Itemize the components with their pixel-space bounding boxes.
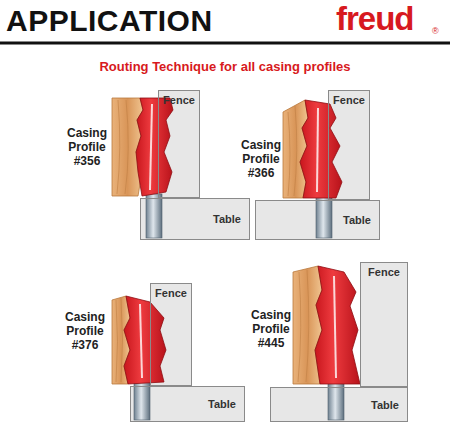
table-box: Table — [130, 386, 245, 422]
profile-label: Casing Profile #376 — [60, 310, 110, 352]
table-box: Table — [255, 200, 380, 240]
table-box: Table — [140, 198, 250, 240]
table-label: Table — [371, 399, 399, 411]
fence-table-fills — [130, 90, 408, 422]
table-label: Table — [208, 398, 236, 410]
profile-label: Casing Profile #356 — [62, 126, 112, 168]
fence-label: Fence — [163, 94, 195, 106]
brand-logo: freud — [336, 0, 414, 38]
fence-label: Fence — [155, 287, 187, 299]
page-title: APPLICATION — [6, 4, 213, 38]
subtitle: Routing Technique for all casing profile… — [0, 59, 450, 75]
profile-label: Casing Profile #445 — [246, 308, 296, 350]
router-bit-profiles — [124, 98, 360, 384]
table-box: Table — [270, 387, 408, 422]
fence-label: Fence — [368, 266, 400, 278]
fence-box: Fence — [150, 283, 192, 386]
header-rule — [0, 42, 450, 45]
fence-box: Fence — [360, 262, 408, 387]
registered-mark: ® — [432, 26, 439, 36]
bit-highlights — [140, 104, 336, 378]
fence-box: Fence — [328, 90, 370, 200]
table-label: Table — [343, 214, 371, 226]
profile-label: Casing Profile #366 — [236, 138, 286, 180]
fence-label: Fence — [333, 94, 365, 106]
table-label: Table — [213, 213, 241, 225]
fence-box: Fence — [158, 90, 200, 198]
wood-pieces — [112, 98, 322, 384]
